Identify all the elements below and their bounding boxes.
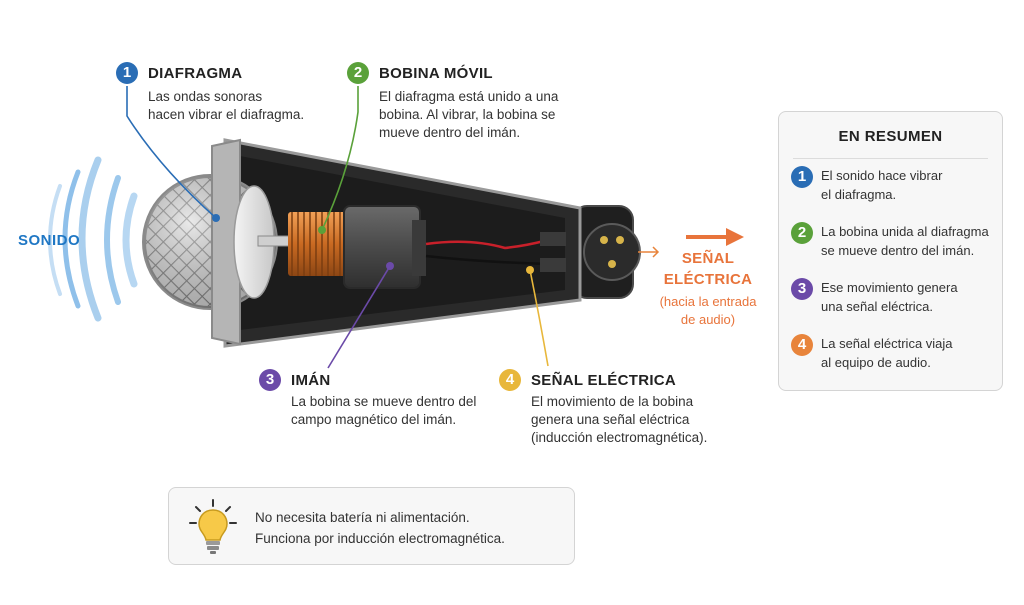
summary-text-1: El sonido hace vibrar el diafragma. bbox=[821, 168, 943, 202]
callout-text-diaphragm: Las ondas sonoras hacen vibrar el diafra… bbox=[148, 89, 305, 122]
summary-text-4: La señal eléctrica viaja al equipo de au… bbox=[821, 336, 953, 370]
summary-title: EN RESUMEN bbox=[838, 128, 943, 145]
coil bbox=[288, 212, 346, 276]
callout-title-diaphragm: DIAFRAGMA bbox=[148, 65, 243, 82]
signal-arrow-icon bbox=[638, 246, 660, 258]
summary-number-4: 4 bbox=[791, 334, 813, 356]
summary-number-1: 1 bbox=[791, 166, 813, 188]
lightbulb-icon bbox=[189, 499, 237, 554]
step-number-1: 1 bbox=[116, 62, 138, 84]
step-number-3: 3 bbox=[259, 369, 281, 391]
sound-waves-icon bbox=[48, 156, 138, 322]
summary-text-2: La bobina unida al diafragma se mueve de… bbox=[821, 224, 989, 258]
summary-panel: EN RESUMEN 1 El sonido hace vibrar el di… bbox=[778, 111, 1003, 391]
step-number-4: 4 bbox=[499, 369, 521, 391]
output-signal-title: SEÑAL ELÉCTRICA bbox=[663, 250, 753, 288]
callout-title-signal: SEÑAL ELÉCTRICA bbox=[531, 372, 677, 389]
step-number-2: 2 bbox=[347, 62, 369, 84]
summary-text-3: Ese movimiento genera una señal eléctric… bbox=[821, 280, 958, 314]
output-signal-label: SEÑAL ELÉCTRICA (hacia la entrada de aud… bbox=[648, 248, 768, 329]
callout-text-magnet: La bobina se mueve dentro del campo magn… bbox=[291, 394, 477, 427]
output-signal-subtitle: (hacia la entrada de audio) bbox=[659, 294, 757, 327]
callout-title-magnet: IMÁN bbox=[291, 372, 331, 389]
callout-text-signal: El movimiento de la bobina genera una se… bbox=[531, 394, 708, 445]
summary-number-3: 3 bbox=[791, 278, 813, 300]
summary-number-2: 2 bbox=[791, 222, 813, 244]
sound-label: SONIDO bbox=[18, 232, 81, 249]
callout-text-coil: El diafragma está unido a una bobina. Al… bbox=[379, 89, 559, 140]
callout-title-coil: BOBINA MÓVIL bbox=[379, 65, 493, 82]
note-text: No necesita batería ni alimentación. Fun… bbox=[255, 510, 505, 546]
magnet bbox=[343, 205, 426, 289]
summary-divider bbox=[793, 158, 988, 159]
note-box: No necesita batería ni alimentación. Fun… bbox=[168, 487, 575, 565]
